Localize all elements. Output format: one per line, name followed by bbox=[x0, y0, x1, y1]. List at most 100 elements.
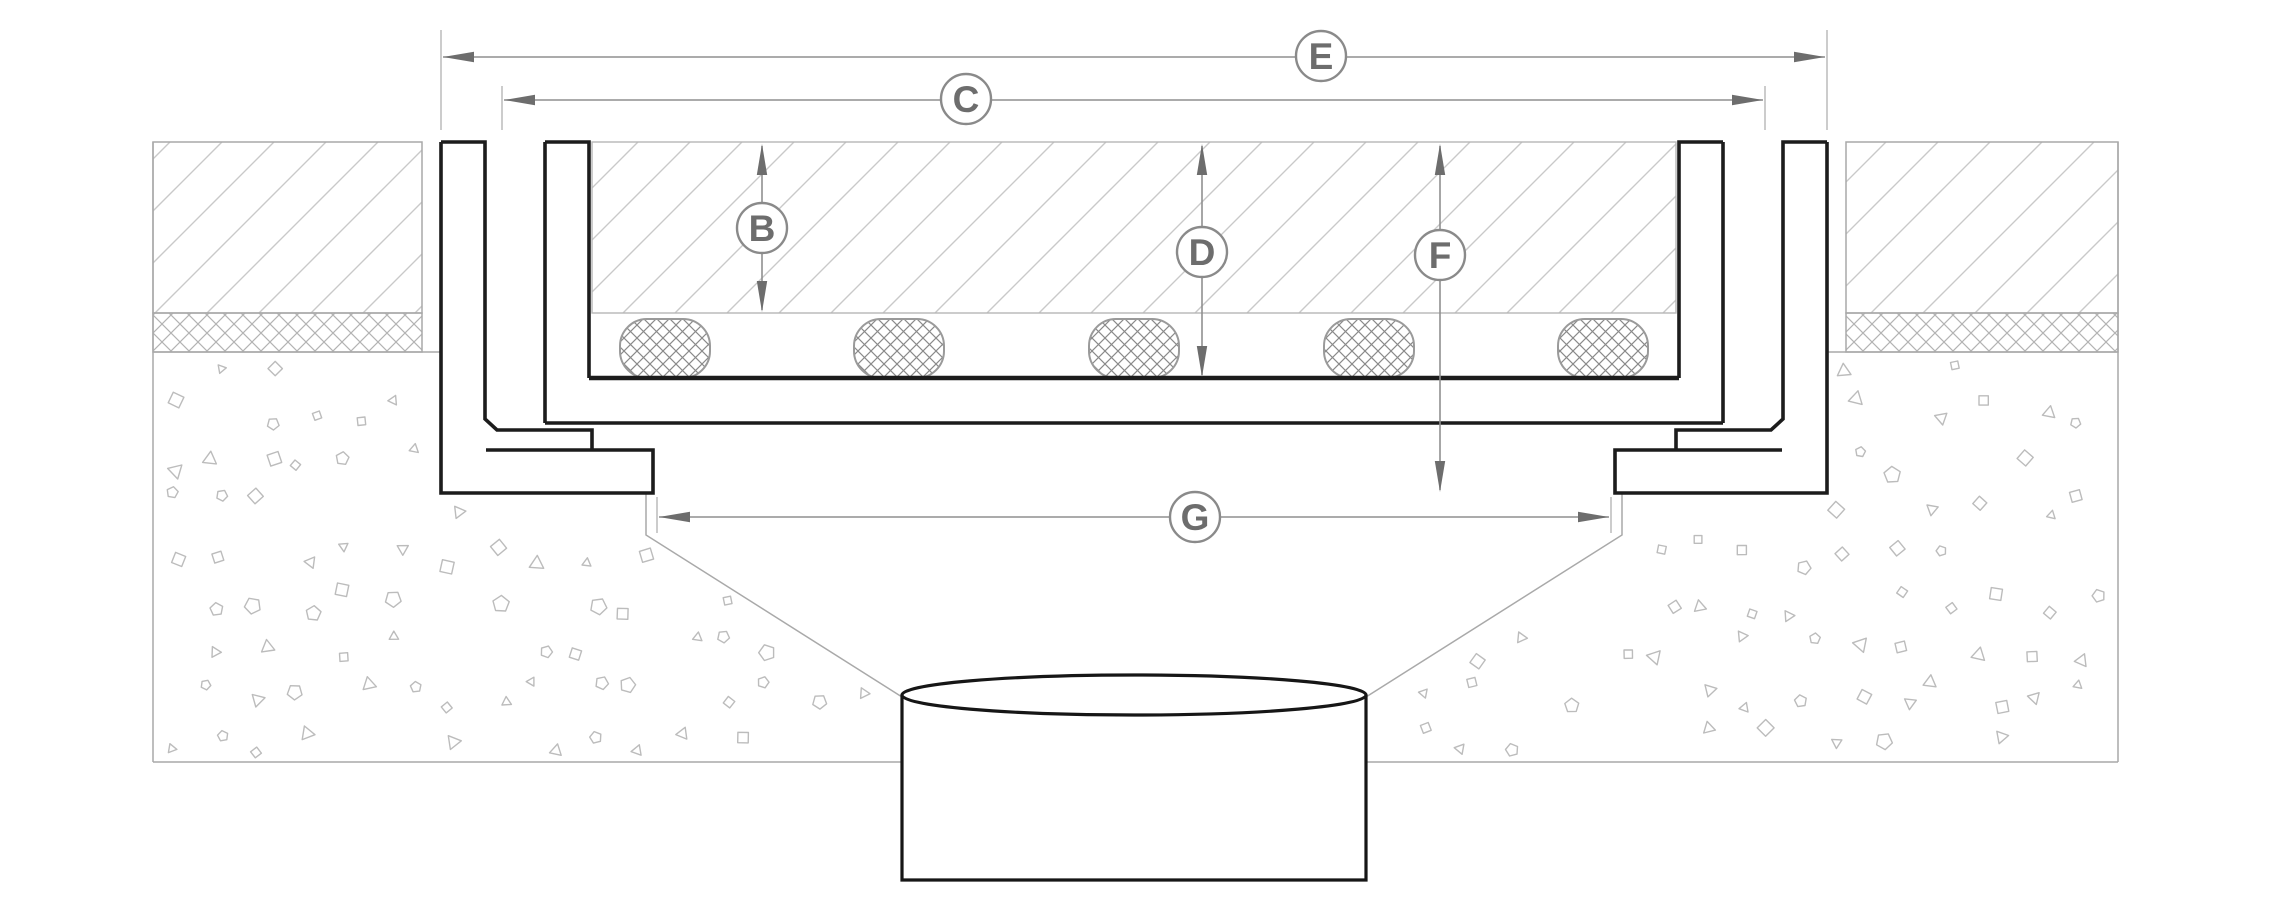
stipple-symbol bbox=[356, 416, 367, 427]
stipple-symbol bbox=[1896, 585, 1909, 599]
callout-circle-F bbox=[1413, 228, 1467, 282]
frame-rail-left-inner-profile bbox=[441, 140, 594, 450]
callout-circle-G bbox=[1168, 490, 1222, 544]
stipple-symbol bbox=[211, 550, 225, 564]
stipple-symbol bbox=[384, 591, 402, 608]
stipple-symbol bbox=[1517, 631, 1529, 644]
stipple-symbol bbox=[1667, 599, 1682, 615]
stipple-symbol bbox=[717, 630, 731, 644]
frame-rail-left bbox=[439, 140, 655, 495]
bedding-band-left bbox=[152, 312, 423, 353]
callout-letter-B: B bbox=[749, 208, 776, 249]
stipple-symbol bbox=[1970, 646, 1986, 661]
stipple-symbol bbox=[528, 554, 545, 569]
stipple-symbol bbox=[167, 391, 185, 409]
stipple-symbol bbox=[1834, 546, 1850, 562]
stipple-symbol bbox=[1797, 560, 1812, 576]
dimension-E: E bbox=[440, 29, 1828, 130]
excavation-slope-right bbox=[1365, 493, 1623, 698]
stipple-symbol bbox=[1972, 495, 1988, 511]
callout-letter-D: D bbox=[1189, 232, 1216, 273]
frame-rail-right-foot bbox=[1613, 142, 1829, 495]
stipple-symbol bbox=[266, 418, 280, 431]
stipple-symbol bbox=[590, 598, 608, 616]
stipple-symbol bbox=[260, 638, 276, 653]
dimension-G: G bbox=[656, 490, 1612, 544]
stipple-symbol bbox=[1453, 743, 1465, 755]
stipple-symbol bbox=[216, 489, 229, 502]
stipple-symbol bbox=[1856, 688, 1873, 705]
dimension-F: F bbox=[1413, 144, 1467, 492]
stipple-symbol bbox=[859, 687, 871, 700]
stipple-symbol bbox=[595, 676, 610, 691]
frame-rail-right bbox=[1613, 140, 1829, 495]
channel-body bbox=[543, 140, 1725, 425]
stipple-symbol bbox=[1831, 738, 1843, 750]
stipple-symbol bbox=[1466, 676, 1478, 689]
stipple-symbol bbox=[311, 410, 323, 421]
stipple-symbol bbox=[1933, 412, 1948, 426]
stipple-symbol bbox=[1656, 544, 1667, 555]
frame-rail-right-inner-profile bbox=[1674, 140, 1827, 450]
bedding-band-right bbox=[1845, 312, 2119, 353]
stipple-symbol bbox=[1836, 362, 1852, 377]
stipple-symbol bbox=[630, 744, 642, 756]
dowel-sections bbox=[619, 318, 1649, 379]
stipple-symbol bbox=[1704, 684, 1718, 698]
stipple-symbol bbox=[492, 594, 510, 612]
stipple-symbol bbox=[170, 551, 187, 568]
stipple-symbol bbox=[1851, 637, 1867, 654]
frame-rail-left-foot bbox=[439, 142, 655, 495]
stipple-symbol bbox=[243, 597, 261, 615]
dowel-section bbox=[853, 318, 945, 379]
subbase-stipple-left bbox=[166, 360, 871, 759]
stipple-symbol bbox=[1978, 395, 1989, 406]
stipple-symbol bbox=[2045, 509, 2056, 520]
stipple-symbol bbox=[620, 676, 637, 694]
stipple-symbol bbox=[2073, 653, 2087, 668]
stipple-symbol bbox=[1737, 630, 1749, 643]
stipple-symbol bbox=[216, 729, 229, 742]
stipple-symbol bbox=[1645, 650, 1661, 666]
stipple-symbol bbox=[334, 582, 350, 598]
stipple-symbol bbox=[1988, 586, 2004, 602]
stipple-symbol bbox=[722, 595, 733, 606]
channel-wall-left bbox=[543, 140, 591, 423]
dowel-section bbox=[619, 318, 711, 379]
stipple-symbol bbox=[489, 538, 508, 557]
stipple-symbol bbox=[289, 459, 302, 471]
callout-letter-G: G bbox=[1181, 497, 1210, 538]
stipple-symbol bbox=[1883, 465, 1901, 483]
stipple-symbol bbox=[2091, 588, 2105, 603]
stipple-symbol bbox=[1504, 742, 1519, 757]
stipple-symbol bbox=[1564, 697, 1580, 713]
callout-circle-B bbox=[735, 201, 789, 255]
stipple-symbol bbox=[1736, 544, 1748, 556]
subbase-boundaries bbox=[152, 142, 2119, 763]
stipple-symbol bbox=[1889, 539, 1906, 557]
stipple-symbol bbox=[217, 364, 227, 375]
stipple-symbol bbox=[338, 542, 349, 553]
stipple-symbol bbox=[1746, 608, 1758, 620]
stipple-symbol bbox=[548, 743, 562, 756]
stipple-symbol bbox=[581, 557, 592, 567]
stipple-symbol bbox=[447, 735, 462, 751]
stipple-symbol bbox=[1809, 632, 1821, 644]
stipple-symbol bbox=[267, 360, 284, 377]
stipple-symbol bbox=[251, 693, 266, 708]
stipple-symbol bbox=[2072, 679, 2083, 689]
callout-circle-E bbox=[1294, 29, 1348, 83]
stipple-symbol bbox=[1703, 720, 1717, 734]
stipple-symbol bbox=[409, 680, 422, 693]
stipple-symbol bbox=[2026, 650, 2038, 663]
stipple-symbol bbox=[396, 544, 409, 556]
callout-letter-E: E bbox=[1309, 36, 1334, 77]
stipple-symbol bbox=[1784, 610, 1796, 623]
stipple-symbol bbox=[166, 486, 179, 499]
stipple-symbol bbox=[675, 726, 688, 740]
stipple-symbol bbox=[589, 730, 602, 744]
callout-circle-D bbox=[1175, 225, 1229, 279]
stipple-symbol bbox=[1949, 360, 1960, 371]
stipple-symbol bbox=[1855, 446, 1867, 458]
